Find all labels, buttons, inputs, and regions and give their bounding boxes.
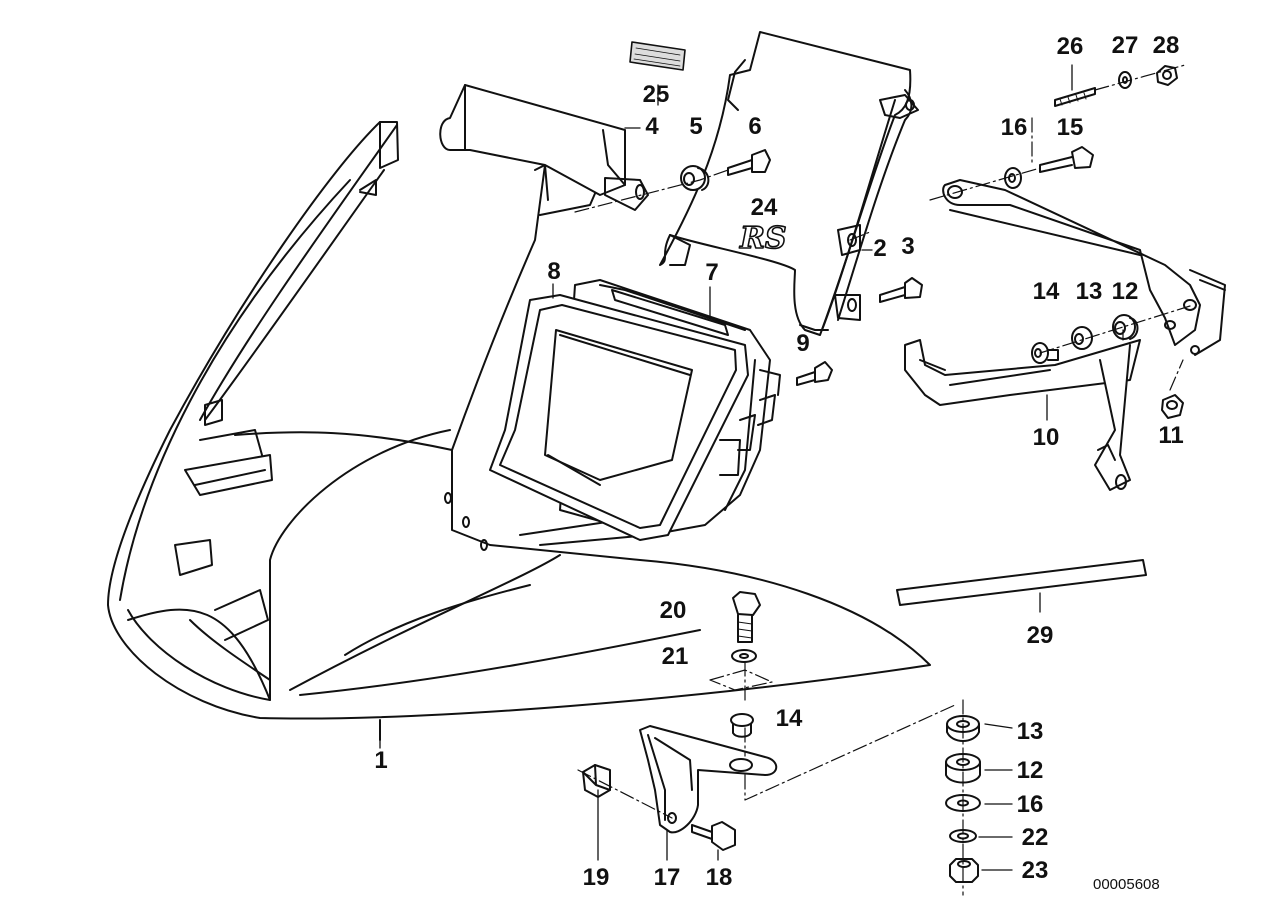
callout-13-upper: 13 <box>1075 278 1103 305</box>
windscreen <box>659 31 919 336</box>
callout-8: 8 <box>547 258 561 285</box>
callout-15: 15 <box>1056 114 1084 141</box>
callout-12-upper: 12 <box>1111 278 1139 305</box>
upper-bracket <box>439 84 649 211</box>
lower-bracket <box>904 339 1141 491</box>
callout-18: 18 <box>705 864 733 891</box>
callout-6: 6 <box>748 113 762 140</box>
callout-28: 28 <box>1152 32 1180 59</box>
callout-19: 19 <box>582 864 610 891</box>
callout-21: 21 <box>661 643 689 670</box>
nut-23 <box>949 858 979 883</box>
spacer-13-upper <box>1071 326 1093 350</box>
callout-11: 11 <box>1158 422 1184 449</box>
headlight-trim-ring <box>489 294 749 541</box>
bushing-14-lower <box>730 713 754 738</box>
callout-13-lower: 13 <box>1016 718 1044 745</box>
nut-11 <box>1161 394 1184 419</box>
rs-emblem-text: RS <box>739 221 787 256</box>
label-plate <box>629 41 686 71</box>
callout-1: 1 <box>374 747 388 774</box>
callout-4: 4 <box>645 113 659 140</box>
callout-7: 7 <box>705 259 719 286</box>
grommet-12-upper <box>1112 314 1139 340</box>
callout-25: 25 <box>642 81 670 108</box>
callout-2: 2 <box>873 235 887 262</box>
callout-20: 20 <box>659 597 687 624</box>
nut-28 <box>1156 65 1178 86</box>
bolt-20 <box>732 591 761 643</box>
stud-26 <box>1054 87 1096 107</box>
washer-21 <box>731 649 757 663</box>
screw-9 <box>796 361 833 386</box>
callout-16-upper: 16 <box>1000 114 1028 141</box>
screw-3 <box>879 277 923 303</box>
lower-bracket-17 <box>639 725 778 834</box>
callout-12-lower: 12 <box>1016 757 1044 784</box>
clip-nut-19 <box>582 764 611 798</box>
callout-14-upper: 14 <box>1032 278 1060 305</box>
callout-5: 5 <box>689 113 703 140</box>
fairing-shell <box>107 121 931 741</box>
callout-16-lower: 16 <box>1016 791 1044 818</box>
rs-emblem: RS <box>738 220 787 257</box>
callout-3: 3 <box>901 233 915 260</box>
leader-lines <box>379 64 1073 871</box>
diagram-reference-number: 00005608 <box>1093 876 1160 893</box>
assembly-axes <box>574 64 1191 896</box>
bolt-18 <box>691 821 736 851</box>
bolt-15 <box>1039 146 1094 173</box>
callout-29: 29 <box>1026 622 1054 649</box>
callout-9: 9 <box>796 330 810 357</box>
bushing-14-upper <box>1031 342 1059 364</box>
callout-27: 27 <box>1111 32 1139 59</box>
upper-right-bracket <box>942 179 1226 356</box>
callout-26: 26 <box>1056 33 1084 60</box>
washer-16-upper <box>1004 167 1022 189</box>
callout-23: 23 <box>1021 857 1049 884</box>
callout-24: 24 <box>750 194 778 221</box>
callout-22: 22 <box>1021 824 1049 851</box>
screw-6 <box>727 149 771 176</box>
callout-10: 10 <box>1032 424 1060 451</box>
callout-14-lower: 14 <box>775 705 803 732</box>
rubber-strip <box>896 559 1147 606</box>
callout-17: 17 <box>653 864 681 891</box>
